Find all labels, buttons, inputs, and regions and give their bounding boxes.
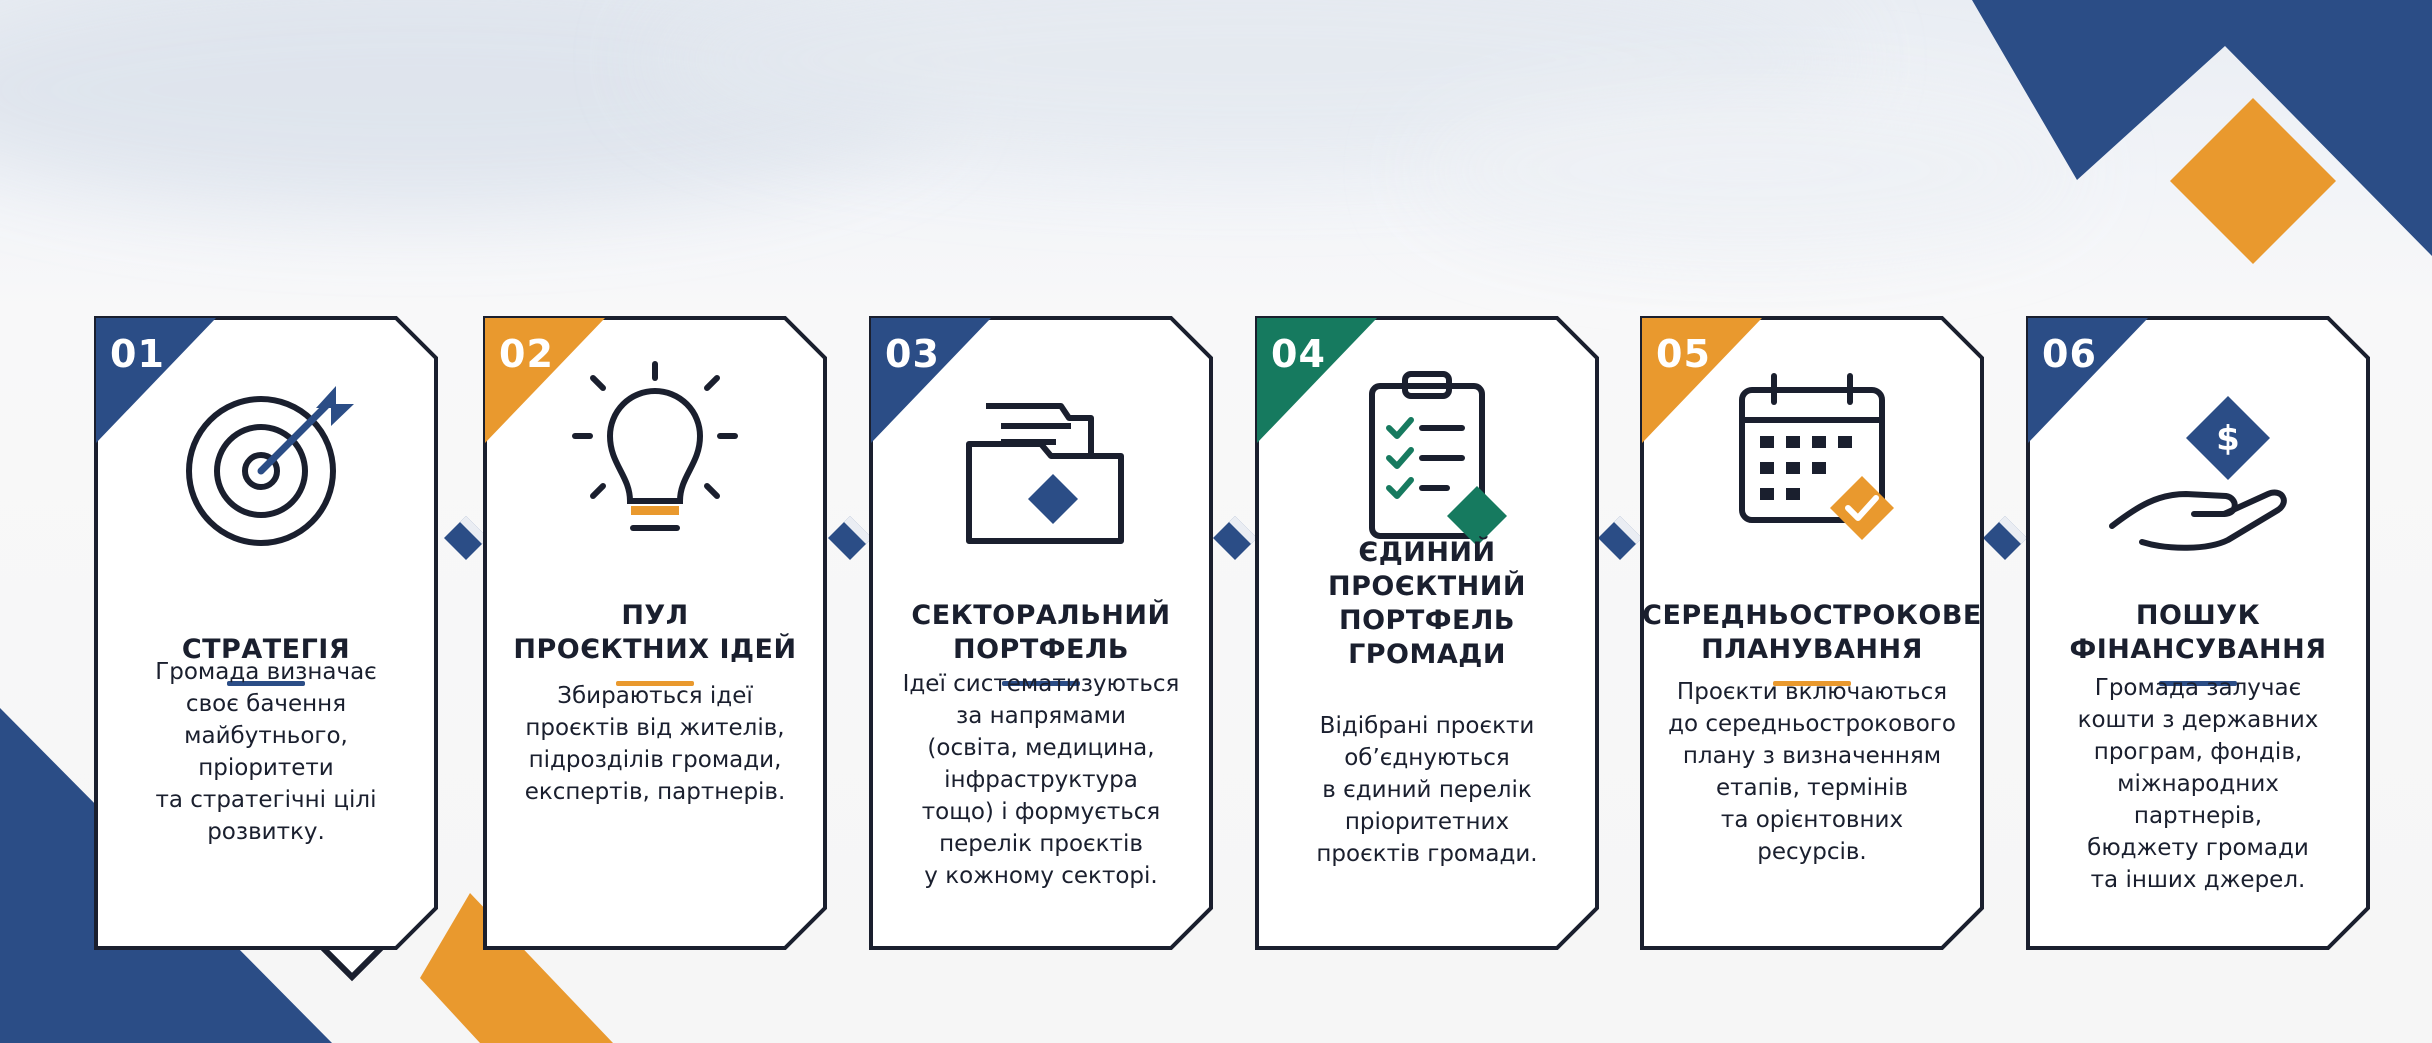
step-title-block: СТРАТЕГІЯ: [96, 556, 436, 686]
connector-diamond-icon: [1598, 516, 1642, 560]
connector-diamond-icon: [828, 516, 872, 560]
step-description: Проєкти включаються до середньостроковог…: [1668, 679, 1956, 865]
step-number: 02: [499, 332, 554, 376]
connector-diamond-icon: [1983, 516, 2027, 560]
card-frame: [2026, 316, 2370, 950]
step-description: Громада залучає кошти з державних програ…: [2077, 675, 2319, 893]
card-frame: [869, 316, 1213, 950]
step-card-idea-pool: 02 ПУЛ ПРОЄКТНИХ ІДЕЙ Збираються ідеї пр…: [483, 316, 827, 950]
step-number: 06: [2042, 332, 2097, 376]
calendar-check-icon: [1739, 373, 1894, 540]
orange-shape-bottom-left: [420, 893, 613, 1043]
step-description: Відібрані проєкти об’єднуються в єдиний …: [1316, 713, 1538, 867]
step-title-block: ЄДИНИЙ ПРОЄКТНИЙ ПОРТФЕЛЬ ГРОМАДИ: [1257, 537, 1597, 686]
connector-diamond-icon: [444, 516, 488, 560]
step-card-unified-portfolio: 04 ЄДИНИЙ ПРОЄКТНИЙ ПОРТФЕЛЬ ГРОМАДИ Від…: [1255, 316, 1599, 950]
step-card-mid-term-planning: 05 СЕРЕДНЬОСТРОКОВЕ ПЛАНУВАННЯ Проєкти в…: [1640, 316, 1984, 950]
step-title-block: СЕКТОРАЛЬНИЙ ПОРТФЕЛЬ: [871, 556, 1211, 686]
step-card-funding-search: 06 $ ПОШУК ФІНАНСУВАННЯ Громада залучає …: [2026, 316, 2370, 950]
step-title-block: ПУЛ ПРОЄКТНИХ ІДЕЙ: [485, 556, 825, 686]
step-title: СТРАТЕГІЯ: [181, 634, 351, 665]
step-description: Громада визначає своє бачення майбутньог…: [155, 659, 377, 845]
navy-corner-top-right: [1972, 0, 2432, 256]
step-title: ПУЛ ПРОЄКТНИХ ІДЕЙ: [513, 600, 797, 665]
title-underline: [1002, 681, 1080, 686]
folder-icon: [966, 403, 1124, 544]
clipboard-checklist-icon: [1369, 371, 1507, 546]
card-frame: [1255, 316, 1599, 950]
step-description: Ідеї систематизуються за напрямами (осві…: [902, 671, 1180, 889]
step-title: СЕКТОРАЛЬНИЙ ПОРТФЕЛЬ: [911, 600, 1171, 665]
connector-diamond-icon: [1213, 516, 1257, 560]
step-title: ЄДИНИЙ ПРОЄКТНИЙ ПОРТФЕЛЬ ГРОМАДИ: [1328, 537, 1526, 670]
step-title: СЕРЕДНЬОСТРОКОВЕ ПЛАНУВАННЯ: [1642, 600, 1982, 665]
title-underline: [2159, 681, 2237, 686]
target-icon: [186, 386, 354, 546]
step-number: 01: [110, 332, 165, 376]
orange-diamond-top-right: [2170, 98, 2336, 264]
svg-text:$: $: [2216, 419, 2240, 459]
step-card-sector-portfolio: 03 СЕКТОРАЛЬНИЙ ПОРТФЕЛЬ Ідеї систематиз…: [869, 316, 1213, 950]
step-number: 03: [885, 332, 940, 376]
step-number: 05: [1656, 332, 1711, 376]
card-frame: [1640, 316, 1984, 950]
step-number: 04: [1271, 332, 1326, 376]
card-frame: [483, 316, 827, 950]
step-title: ПОШУК ФІНАНСУВАННЯ: [2069, 600, 2327, 665]
step-card-strategy: 01 СТРАТЕГІЯ Громада визначає своє бачен…: [94, 316, 438, 950]
title-underline: [616, 681, 694, 686]
step-title-block: ПОШУК ФІНАНСУВАННЯ: [2028, 556, 2368, 686]
title-underline: [227, 681, 305, 686]
lightbulb-icon: [572, 361, 738, 531]
title-underline: [1773, 681, 1851, 686]
step-title-block: СЕРЕДНЬОСТРОКОВЕ ПЛАНУВАННЯ: [1642, 556, 1982, 686]
hand-money-icon: $: [2109, 396, 2287, 551]
card-frame: [94, 316, 438, 950]
step-description: Збираються ідеї проєктів від жителів, пі…: [524, 683, 786, 805]
